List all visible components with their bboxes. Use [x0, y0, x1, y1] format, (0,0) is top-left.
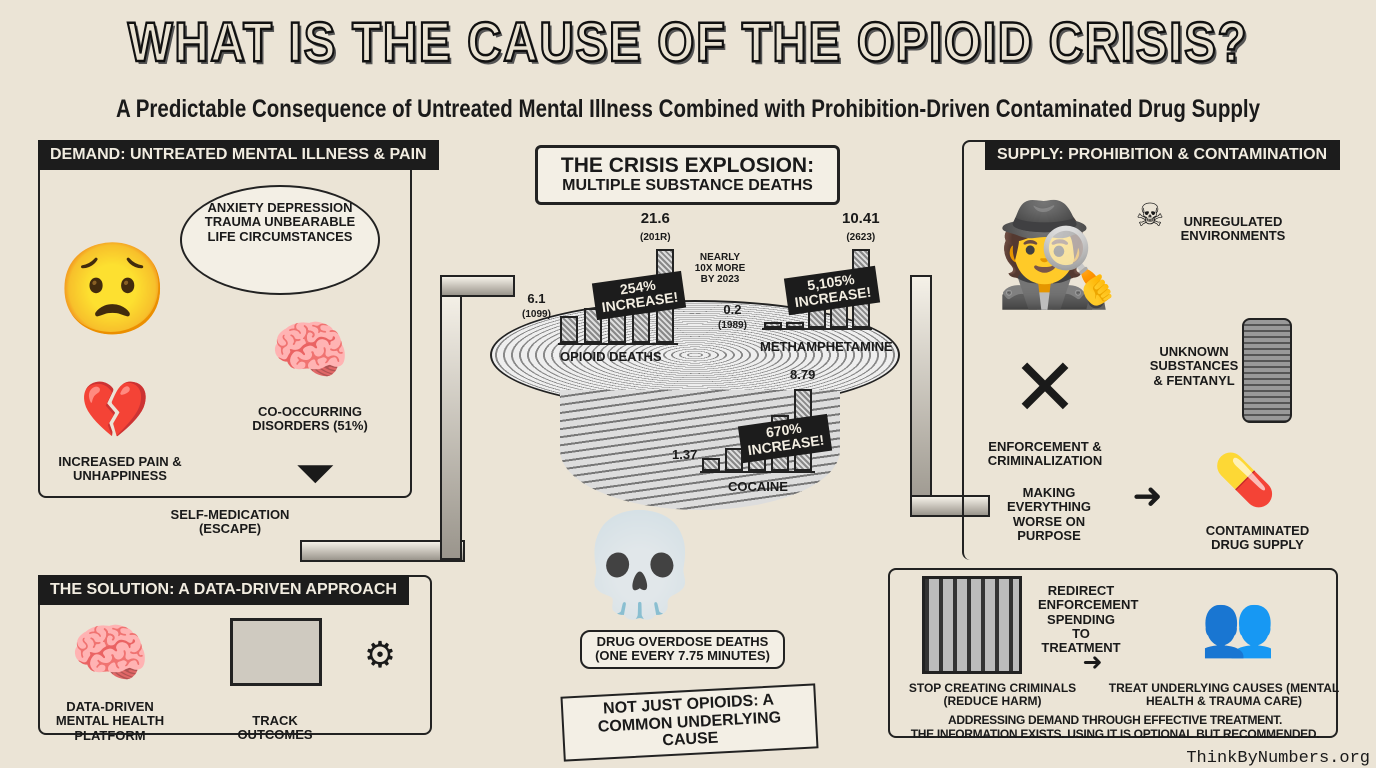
value: 21.6 [640, 210, 670, 227]
dealer-silhouette-icon: 🕵 [995, 199, 1120, 311]
meth-end-value: 10.41 (2623) [842, 210, 880, 244]
platform-label: DATA-DRIVEN MENTAL HEALTH PLATFORM [55, 699, 165, 743]
demand-header: DEMAND: UNTREATED MENTAL ILLNESS & PAIN [38, 140, 439, 170]
pain-label: INCREASED PAIN & UNHAPPINESS [58, 454, 182, 484]
common-cause-banner: NOT JUST OPIOIDS: A COMMON UNDERLYING CA… [560, 683, 819, 762]
value: 6.1 [527, 291, 546, 306]
brain-icon: 🧠 [70, 616, 150, 689]
cocaine-start-value: 1.37 [672, 447, 698, 462]
pipe [300, 540, 465, 562]
footer-line-2: THE INFORMATION EXISTS. USING IT IS OPTI… [910, 727, 1320, 741]
solution-header: THE SOLUTION: A DATA-DRIVEN APPROACH [38, 575, 409, 605]
unregulated-label: UNREGULATED ENVIRONMENTS [1180, 214, 1286, 244]
track-outcomes-label: TRACK OUTCOMES [237, 713, 313, 743]
pill-bottle-syringe-icon: 💊 [1213, 452, 1277, 508]
meth-start-value: 0.2 (1989) [718, 302, 747, 332]
self-medication-label: SELF-MEDICATION (ESCAPE) [170, 507, 290, 537]
treat-causes-label: TREAT UNDERLYING CAUSES (MENTAL HEALTH &… [1108, 681, 1340, 709]
funnel-icon: ⏷ [295, 444, 336, 501]
value: 0.2 [723, 302, 742, 317]
page-subtitle: A Predictable Consequence of Untreated M… [116, 95, 1260, 123]
crisis-title: THE CRISIS EXPLOSION: [560, 154, 815, 177]
stop-criminals-label: STOP CREATING CRIMINALS (REDUCE HARM) [908, 681, 1077, 709]
meth-label: METHAMPHETAMINE [760, 339, 893, 354]
meth-bar [786, 321, 804, 328]
value: 10.41 [842, 210, 880, 227]
gear-lock-icon: ⚙ [363, 634, 397, 675]
year: (1099) [522, 309, 551, 321]
action-panel [888, 568, 1338, 738]
redirect-label: REDIRECT ENFORCEMENT SPENDING TO TREATME… [1038, 583, 1139, 656]
year: (2623) [846, 231, 876, 243]
jail-cell-icon [922, 576, 1022, 674]
opioid-end-value: 21.6 (201R) [640, 210, 671, 244]
computer-monitor-icon [230, 618, 322, 686]
crisis-subtitle: MULTIPLE SUBSTANCE DEATHS [562, 177, 813, 195]
meth-bar [764, 322, 782, 328]
brain-icon: 🧠 [270, 314, 350, 386]
broken-heart-icon: 💔 [80, 378, 150, 441]
worried-person-icon: 😟 [56, 240, 169, 340]
footer-line-1: ADDRESSING DEMAND THROUGH EFFECTIVE TREA… [948, 713, 1282, 727]
arrow-right-icon: ➜ [1132, 475, 1163, 516]
year: (1989) [718, 320, 747, 332]
arrow-right-icon: ➜ [1082, 649, 1103, 676]
page-title: WHAT IS THE CAUSE OF THE OPIOID CRISIS? [127, 9, 1249, 75]
year: (201R) [640, 231, 671, 243]
worse-label: MAKING EVERYTHING WORSE ON PURPOSE [1006, 485, 1092, 543]
pipe [910, 275, 932, 515]
skull-crossbones-icon: ☠ [1135, 197, 1165, 233]
watermark: ThinkByNumbers.org [1186, 749, 1370, 768]
cocaine-bar [725, 447, 743, 471]
opioid-note: NEARLY 10x MORE BY 2023 [694, 252, 746, 285]
no-enforcement-icon: ✕ [1011, 342, 1079, 432]
crisis-box: THE CRISIS EXPLOSION: MULTIPLE SUBSTANCE… [535, 145, 840, 205]
barrel-icon [1242, 318, 1292, 423]
overdose-label: DRUG OVERDOSE DEATHS (ONE EVERY 7.75 MIN… [580, 630, 785, 669]
grim-reaper-icon: 💀 [577, 509, 703, 621]
cocaine-label: COCAINE [728, 479, 788, 494]
opioid-label: OPIOID DEATHS [560, 349, 662, 364]
thought-bubble: ANXIETY DEPRESSION TRAUMA UNBEARABLE LIF… [180, 185, 380, 295]
pipe [910, 495, 990, 517]
enforcement-label: ENFORCEMENT & CRIMINALIZATION [987, 439, 1103, 469]
disorders-label: CO-OCCURRING DISORDERS (51%) [252, 404, 368, 434]
contaminated-label: CONTAMINATED DRUG SUPPLY [1205, 523, 1310, 553]
cocaine-end-value: 8.79 [790, 367, 816, 382]
therapy-group-icon: 👥 [1200, 592, 1276, 659]
opioid-bar [560, 316, 578, 343]
supply-header: SUPPLY: PROHIBITION & CONTAMINATION [985, 140, 1340, 170]
opioid-start-value: 6.1 (1099) [522, 291, 551, 321]
pipe [440, 290, 462, 560]
pipe [440, 275, 515, 297]
unknown-substances-label: UNKNOWN SUBSTANCES & FENTANYL [1149, 344, 1239, 388]
cocaine-bar [702, 458, 720, 471]
